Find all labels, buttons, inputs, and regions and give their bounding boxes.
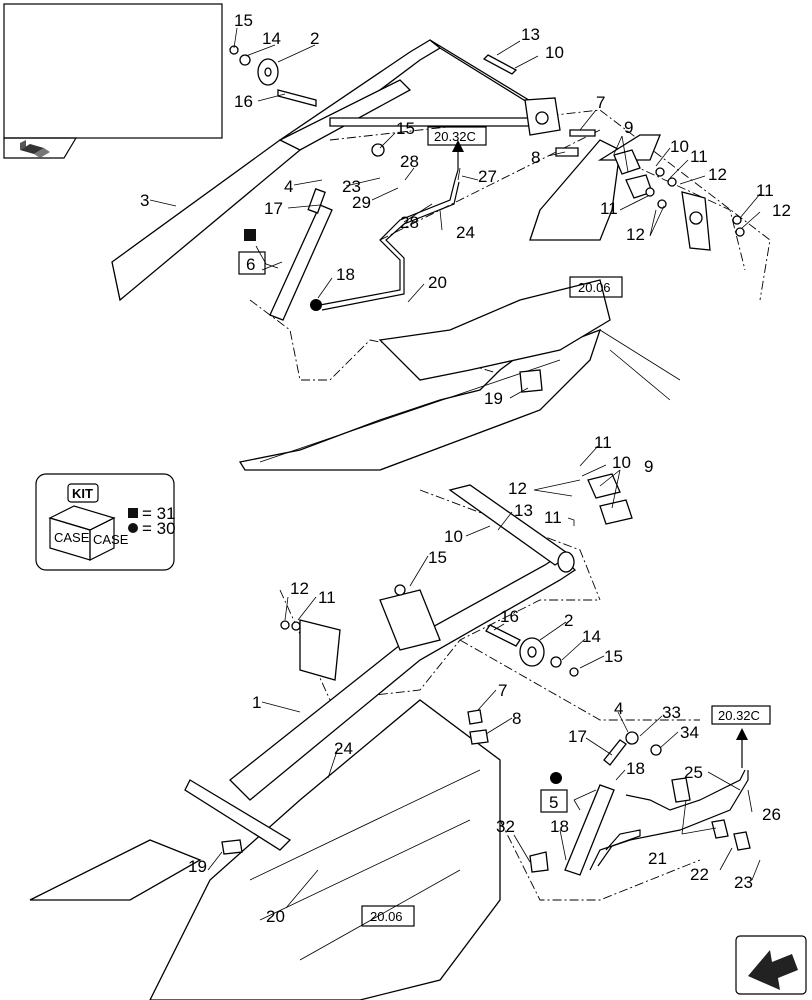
thumbnail-frame: [3, 3, 223, 159]
callout-12: 12: [626, 225, 645, 244]
callout-11: 11: [544, 508, 562, 527]
callout-12: 12: [290, 579, 309, 598]
callout-19: 19: [484, 389, 503, 408]
callout-11: 11: [756, 181, 774, 200]
callout-11: 11: [318, 588, 336, 607]
callout-32: 32: [496, 817, 515, 836]
kit-value-31: = 31: [142, 504, 176, 523]
callout-12: 12: [772, 201, 791, 220]
callout-28: 28: [400, 152, 419, 171]
callout-24: 24: [456, 223, 475, 242]
callout-14: 14: [582, 627, 601, 646]
callout-15: 15: [396, 119, 415, 138]
callout-22: 22: [690, 865, 709, 884]
reference-boxes: 20.32C 20.06 20.32C 20.06: [361, 126, 771, 927]
callout-12: 12: [508, 479, 527, 498]
callout-16: 16: [500, 607, 519, 626]
leader-lines: [149, 27, 761, 909]
callout-15: 15: [428, 548, 447, 567]
kit-box-brand-side: CASE: [93, 532, 129, 547]
callout-11: 11: [600, 199, 618, 218]
callout-18: 18: [550, 817, 569, 836]
callout-15: 15: [604, 647, 623, 666]
kit-legend: KIT CASE CASE = 31 = 30: [35, 473, 176, 571]
kit-title: KIT: [72, 486, 93, 501]
callout-17: 17: [264, 199, 283, 218]
callout-25: 25: [684, 763, 703, 782]
callout-19: 19: [188, 857, 207, 876]
callout-23: 23: [734, 873, 753, 892]
callout-labels: 15 14 2 16 13 10 7 8 15 3 4 17 23 29 28 …: [140, 11, 791, 926]
callout-9: 9: [624, 118, 633, 137]
callout-7: 7: [596, 93, 605, 112]
callout-17: 17: [568, 727, 587, 746]
callout-10: 10: [670, 137, 689, 156]
callout-6: 6: [246, 255, 255, 274]
callout-8: 8: [512, 709, 521, 728]
callout-2: 2: [564, 611, 573, 630]
ref-20-06-upper: 20.06: [578, 280, 611, 295]
callout-13: 13: [514, 501, 533, 520]
callout-12: 12: [708, 165, 727, 184]
kit-box-icon: CASE CASE: [48, 505, 129, 561]
boxed-callouts: 6 5: [238, 229, 568, 813]
kit-box-brand: CASE: [54, 530, 90, 545]
callout-7: 7: [498, 681, 507, 700]
callout-29: 29: [352, 193, 371, 212]
callout-18: 18: [336, 265, 355, 284]
component-locator-icon: [20, 140, 50, 158]
callout-11: 11: [594, 433, 612, 452]
callout-34: 34: [680, 723, 699, 742]
callout-16: 16: [234, 92, 253, 111]
callout-10: 10: [545, 43, 564, 62]
kit-value-30: = 30: [142, 519, 176, 538]
callout-28: 28: [400, 213, 419, 232]
callout-15: 15: [234, 11, 253, 30]
callout-23: 23: [342, 177, 361, 196]
callout-21: 21: [648, 849, 667, 868]
callout-10: 10: [612, 453, 631, 472]
callout-10: 10: [444, 527, 463, 546]
callout-2: 2: [310, 29, 319, 48]
ref-20-32c-upper: 20.32C: [434, 129, 476, 144]
callout-8: 8: [531, 148, 540, 167]
callout-5: 5: [549, 793, 558, 812]
callout-14: 14: [262, 29, 281, 48]
callout-33: 33: [662, 703, 681, 722]
callout-20: 20: [266, 907, 285, 926]
callout-1: 1: [252, 693, 261, 712]
callout-4: 4: [284, 177, 293, 196]
ref-20-06-lower: 20.06: [370, 909, 403, 924]
callout-9: 9: [644, 457, 653, 476]
callout-11: 11: [690, 147, 708, 166]
callout-3: 3: [140, 191, 149, 210]
ref-20-32c-lower: 20.32C: [718, 708, 760, 723]
callout-20: 20: [428, 273, 447, 292]
callout-26: 26: [762, 805, 781, 824]
callout-13: 13: [521, 25, 540, 44]
callout-18: 18: [626, 759, 645, 778]
next-page-arrow-icon[interactable]: [735, 935, 807, 995]
callout-4: 4: [614, 699, 623, 718]
callout-24: 24: [334, 739, 353, 758]
callout-27: 27: [478, 167, 497, 186]
upper-assembly: [111, 39, 771, 471]
lower-assembly: [29, 473, 751, 1000]
